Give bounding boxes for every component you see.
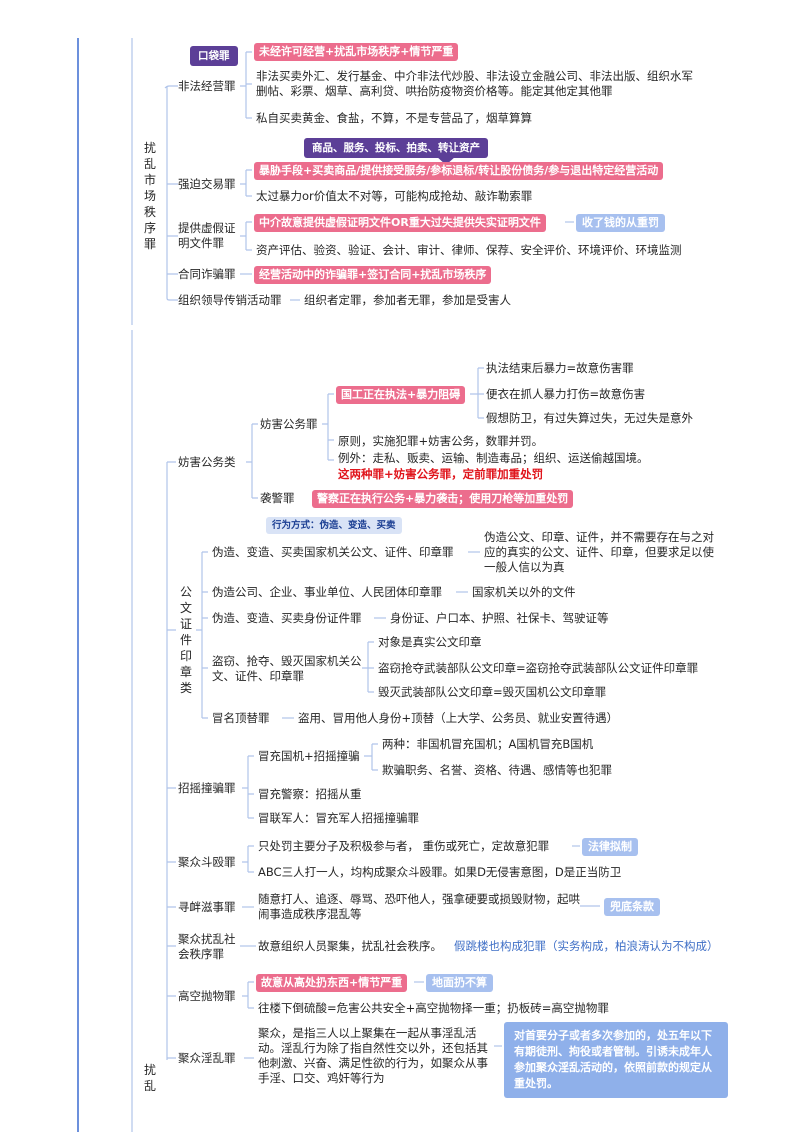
branch-forge-company-seals: 伪造公司、企业、事业单位、人民团体印章罪 [212, 585, 442, 599]
text-forge-state-documents: 伪造公文、印章、证件，并不需要存在与之对应的真实的公文、证件、印章，但要求足以使… [484, 530, 714, 574]
text-forge-id-documents: 身份证、户口本、护照、社保卡、驾驶证等 [390, 611, 609, 625]
text-illegal-business-examples: 非法买卖外汇、发行基金、中介非法代炒股、非法设立金融公司、非法出版、组织水军删帖… [256, 69, 693, 98]
callout-pointer [436, 156, 456, 165]
highlight-false-certificate: 中介故意提供虚假证明文件OR重大过失提供失实证明文件 [254, 214, 546, 232]
text-imagined-defense: 假想防卫，有过失算过失，无过失是意外 [486, 411, 693, 425]
text-forge-company-seals: 国家机关以外的文件 [472, 585, 576, 599]
branch-illegal-business: 非法经营罪 [178, 79, 236, 93]
text-exception-rule: 这两种罪+妨害公务罪，定前罪加重处罚 [338, 467, 544, 481]
text-principle: 原则，实施犯罪+妨害公务，数罪并罚。 [338, 434, 544, 448]
group-disturb-social-order: 聚众扰乱社会秩序罪 [178, 932, 236, 961]
text-two-types: 两种：非国机冒充国机；A国机冒充B国机 [382, 737, 594, 751]
group-documents-seals: 公文证件印章类 [179, 585, 192, 695]
text-gang-fight-punish: 只处罚主要分子及积极参与者， 重伤或死亡，定故意犯罪 [258, 839, 550, 853]
highlight-contract-fraud: 经营活动中的诈骗罪+签订合同+扰乱市场秩序 [254, 266, 492, 284]
side-ground-not-count: 地面扔不算 [426, 974, 493, 992]
section-title-market-order: 扰乱市场秩序罪 [143, 141, 156, 251]
branch-pyramid-scheme: 组织领导传销活动罪 [178, 293, 282, 307]
text-exception: 例外：走私、贩卖、运输、制造毒品；组织、运送偷越国境。 [338, 451, 649, 465]
branch-false-certificate: 提供虚假证明文件罪 [178, 221, 236, 250]
group-group-licentiousness: 聚众淫乱罪 [178, 1051, 236, 1065]
text-false-certificate-list: 资产评估、验资、验证、会计、审计、律师、保荐、安全评价、环境评价、环境监测 [256, 243, 682, 257]
text-after-enforcement: 执法结束后暴力=故意伤害罪 [486, 361, 634, 375]
text-provoking-trouble: 随意打人、追逐、辱骂、恐吓他人，强拿硬要或损毁财物，起哄闹事造成秩序混乱等 [258, 892, 580, 921]
text-throwing-examples: 往楼下倒硫酸=危害公共安全+高空抛物择一重；扔板砖=高空抛物罪 [258, 1001, 609, 1015]
text-deceive-position: 欺骗职务、名誉、资格、待遇、感情等也犯罪 [382, 763, 612, 777]
tag-forced-trade-objects: 商品、服务、投标、拍卖、转让资产 [304, 138, 488, 158]
group-throwing-objects: 高空抛物罪 [178, 989, 236, 1003]
note-action-modes: 行为方式：伪造、变造、买卖 [266, 517, 402, 534]
side-legal-fiction: 法律拟制 [582, 838, 638, 856]
text-illegal-business-note: 私自买卖黄金、食盐，不算，不是专营品了，烟草算算 [256, 111, 532, 125]
highlight-forced-trade: 暴胁手段+买卖商品/提供接受服务/参标退标/转让股份债务/参与退出特定经营活动 [254, 162, 664, 180]
side-bribed-heavier: 收了钱的从重罚 [576, 214, 665, 232]
branch-identity-impersonation: 冒名顶替罪 [212, 711, 270, 725]
branch-assault-police: 袭警罪 [260, 491, 295, 505]
text-disturb-social-order: 故意组织人员聚集，扰乱社会秩序。 [258, 939, 442, 953]
branch-contract-fraud: 合同诈骗罪 [178, 267, 236, 281]
group-impersonation-fraud: 招摇撞骗罪 [178, 781, 236, 795]
text-gang-fight-example: ABC三人打一人，均构成聚众斗殴罪。如果D无侵害意图，D是正当防卫 [258, 865, 622, 879]
side-catch-all-clause: 兜底条款 [604, 898, 660, 916]
text-impersonate-military: 冒联军人：冒充军人招摇撞骗罪 [258, 811, 419, 825]
group-gang-fight: 聚众斗殴罪 [178, 855, 236, 869]
highlight-assault-police: 警察正在执行公务+暴力袭击；使用刀枪等加重处罚 [312, 490, 574, 508]
highlight-throwing-objects: 故意从高处扔东西+情节严重 [256, 974, 408, 992]
text-pyramid-scheme: 组织者定罪，参加者无罪，参加是受害人 [304, 293, 511, 307]
text-real-documents: 对象是真实公文印章 [378, 635, 482, 649]
text-steal-military-seals: 盗窃抢夺武装部队公文印章=盗窃抢夺武装部队公文证件印章罪 [378, 661, 699, 675]
branch-impersonate-state-organ: 冒充国机+招摇撞骗 [258, 749, 360, 763]
highlight-illegal-business: 未经许可经营+扰乱市场秩序+情节严重 [254, 43, 459, 61]
side-penalty-note: 对首要分子或者多次参加的，处五年以下有期徒刑、拘役或者管制。引诱未成年人参加聚众… [504, 1022, 728, 1098]
branch-steal-destroy-documents: 盗窃、抢夺、毁灭国家机关公文、证件、印章罪 [212, 654, 362, 683]
text-impersonate-police: 冒充警察：招摇从重 [258, 787, 362, 801]
section-title-disturbance: 扰乱 [143, 1063, 156, 1093]
group-provoking-trouble: 寻衅滋事罪 [178, 900, 236, 914]
tag-pocket-crime: 口袋罪 [190, 46, 238, 66]
text-plainclothes: 便衣在抓人暴力打伤=故意伤害 [486, 387, 646, 401]
branch-obstruct-duty: 妨害公务罪 [260, 417, 318, 431]
text-forced-trade-note: 太过暴力or价值太不对等，可能构成抢劫、敲诈勒索罪 [256, 189, 533, 203]
branch-forced-trade: 强迫交易罪 [178, 177, 236, 191]
text-destroy-military-seals: 毁灭武装部队公文印章=毁灭国机公文印章罪 [378, 685, 607, 699]
text-fake-jump: 假跳楼也构成犯罪（实务构成，柏浪涛认为不构成） [454, 939, 719, 953]
branch-forge-id-documents: 伪造、变造、买卖身份证件罪 [212, 611, 362, 625]
highlight-obstruct-duty: 国工正在执法+暴力阻碍 [336, 386, 466, 404]
text-group-licentiousness: 聚众，是指三人以上聚集在一起从事淫乱活动。淫乱行为除了指自然性交以外，还包括其他… [258, 1026, 488, 1085]
text-identity-impersonation: 盗用、冒用他人身份+顶替（上大学、公务员、就业安置待遇） [298, 711, 619, 725]
branch-forge-state-documents: 伪造、变造、买卖国家机关公文、证件、印章罪 [212, 545, 454, 559]
group-obstruct-duty: 妨害公务类 [178, 455, 236, 469]
